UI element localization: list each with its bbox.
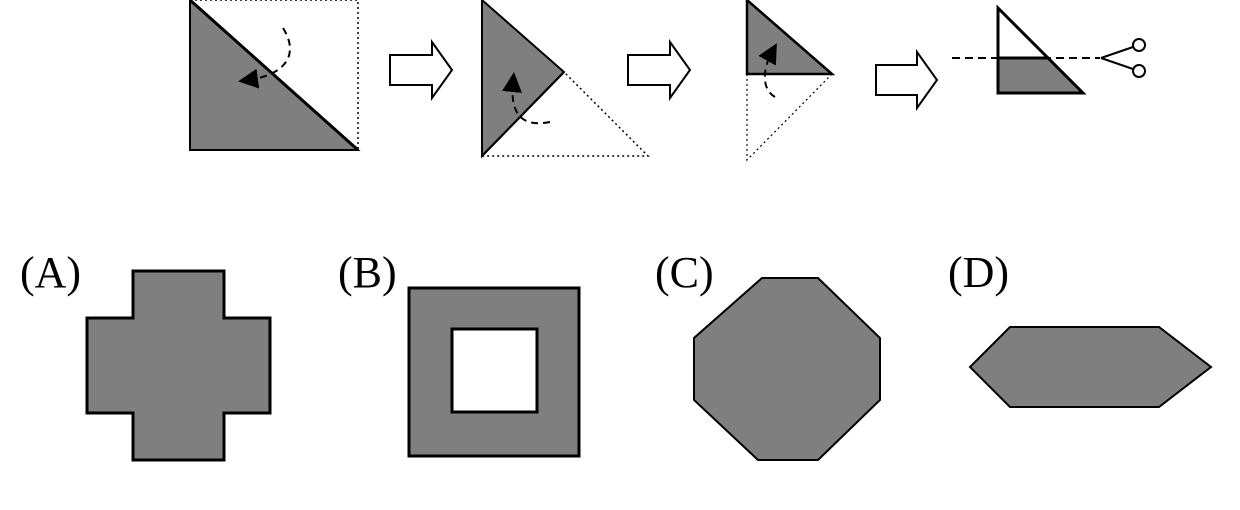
folded-triangle bbox=[745, 0, 836, 76]
fold-step-2 bbox=[480, 0, 650, 159]
unfolded-triangle bbox=[746, 73, 834, 162]
option-label: (D) bbox=[948, 248, 1009, 297]
square-with-hole-shape bbox=[407, 286, 581, 458]
fold-line bbox=[481, 71, 565, 157]
right-arrow-icon bbox=[389, 38, 454, 102]
right-arrow-icon bbox=[875, 48, 939, 112]
cut-step bbox=[952, 4, 1146, 95]
fold-direction-arrow bbox=[502, 72, 551, 125]
option-d[interactable]: (D) bbox=[948, 248, 1213, 408]
elongated-hexagon-shape bbox=[968, 326, 1213, 408]
remaining-part bbox=[996, 56, 1087, 95]
option-label: (C) bbox=[655, 248, 714, 297]
answer-options: (A) (B) (C) (D) bbox=[20, 248, 1213, 462]
fold-line bbox=[189, 0, 359, 152]
scissors-icon bbox=[1100, 38, 1146, 78]
fold-step-3 bbox=[745, 0, 836, 162]
cross-shape bbox=[85, 269, 272, 462]
cut-away-part bbox=[996, 4, 1052, 60]
fold-sequence bbox=[189, 0, 1146, 162]
fold-direction-arrow bbox=[238, 27, 291, 89]
option-c[interactable]: (C) bbox=[655, 248, 881, 461]
option-label: (B) bbox=[338, 248, 397, 297]
option-b[interactable]: (B) bbox=[338, 248, 581, 458]
option-label: (A) bbox=[20, 248, 81, 297]
fold-direction-arrow bbox=[758, 43, 777, 98]
fold-step-1 bbox=[189, 0, 361, 152]
option-a[interactable]: (A) bbox=[20, 248, 272, 462]
unfolded-triangle bbox=[480, 70, 650, 157]
octagon-shape bbox=[693, 277, 881, 461]
right-arrow-icon bbox=[627, 38, 692, 102]
